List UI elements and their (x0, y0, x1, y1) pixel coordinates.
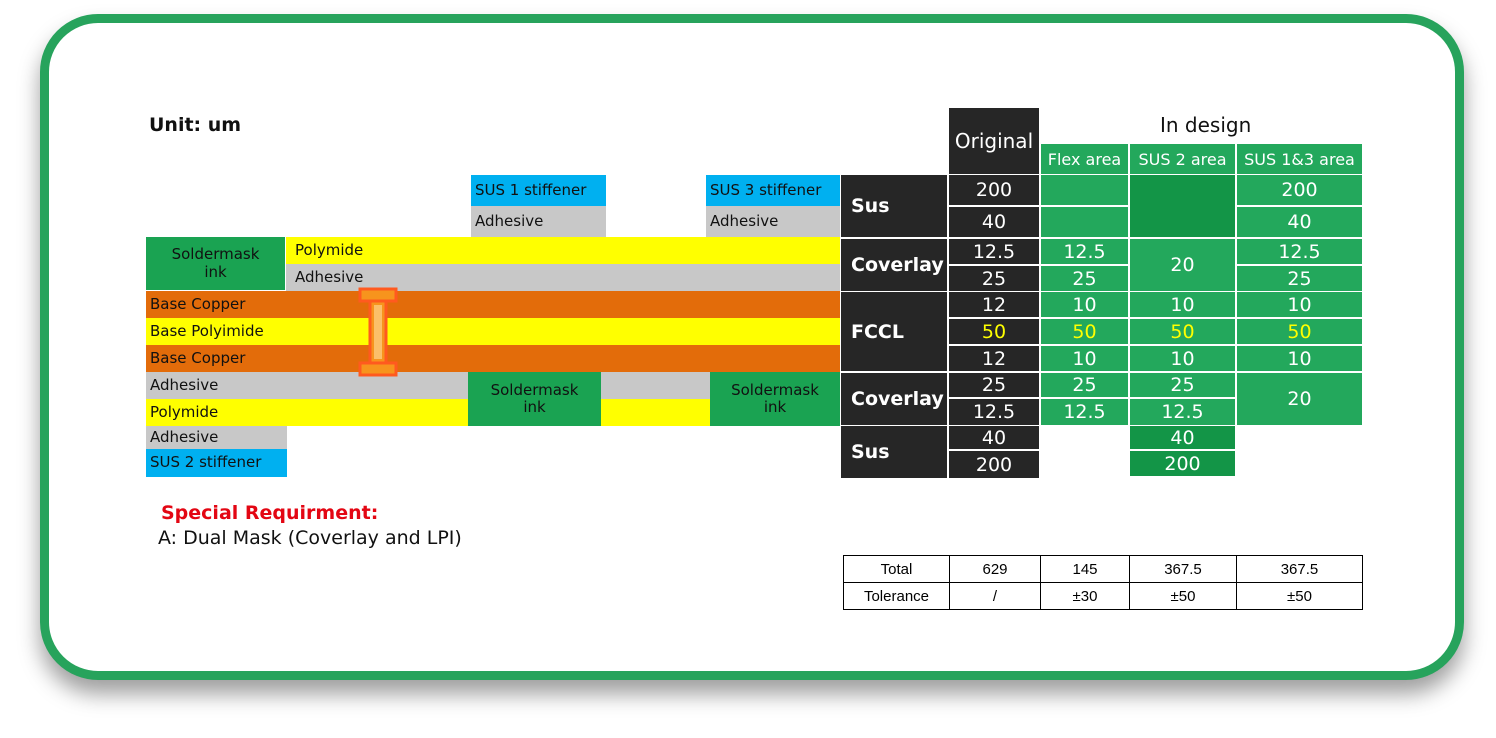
totals-cell: 145 (1040, 555, 1130, 583)
special-requirement-title: Special Requirment: (161, 502, 379, 524)
original-value: 25 (949, 373, 1039, 397)
original-value: 25 (949, 266, 1039, 291)
unit-label: Unit: um (149, 114, 242, 136)
flex-value-empty (1041, 207, 1128, 237)
totals-cell: ±50 (1129, 582, 1237, 610)
sus13-value: 40 (1237, 207, 1362, 237)
soldermask-ink-top: Soldermask ink (146, 237, 285, 290)
original-value: 40 (949, 207, 1039, 237)
sus13-value: 50 (1237, 319, 1362, 344)
flex-value: 12.5 (1041, 399, 1128, 425)
totals-cell: Tolerance (843, 582, 950, 610)
polymide-top: Polymide (286, 237, 840, 264)
totals-cell: ±50 (1236, 582, 1363, 610)
base-copper-bottom: Base Copper (146, 345, 840, 372)
flex-value: 25 (1041, 373, 1128, 397)
sus2-value: 50 (1130, 319, 1235, 344)
header-sus13-area: SUS 1&3 area (1237, 144, 1362, 174)
sus13-value: 25 (1237, 266, 1362, 291)
polymide-bottom-mid (601, 399, 710, 426)
adhesive-sus1: Adhesive (471, 206, 606, 237)
adhesive-top: Adhesive (286, 264, 840, 291)
sus2-value: 10 (1130, 346, 1235, 371)
sus13-value: 10 (1237, 346, 1362, 371)
sus2-value-empty (1130, 175, 1235, 237)
totals-cell: Total (843, 555, 950, 583)
header-in-design: In design (1160, 113, 1252, 137)
flex-value: 10 (1041, 292, 1128, 317)
sus1-stiffener: SUS 1 stiffener (471, 175, 606, 206)
sus2-value: 20 (1130, 239, 1235, 291)
adhesive-bottom-mid (601, 372, 710, 399)
flex-value: 25 (1041, 266, 1128, 291)
header-flex-area: Flex area (1041, 144, 1128, 174)
sus13-value: 10 (1237, 292, 1362, 317)
row-label-sus-top: Sus (841, 175, 947, 237)
flex-value-empty (1041, 175, 1128, 205)
row-label-sus-bottom: Sus (841, 426, 947, 478)
base-polyimide: Base Polyimide (146, 318, 840, 345)
flex-value: 12.5 (1041, 239, 1128, 264)
soldermask-ink-bottom-1: Soldermask ink (468, 372, 601, 426)
sus2-value: 12.5 (1130, 399, 1235, 425)
original-value: 12 (949, 292, 1039, 317)
table-row: Tolerance / ±30 ±50 ±50 (843, 582, 1363, 610)
totals-cell: ±30 (1040, 582, 1130, 610)
sus2-value: 200 (1130, 451, 1235, 476)
adhesive-sus3: Adhesive (706, 206, 840, 237)
header-original: Original (949, 108, 1039, 174)
original-value: 40 (949, 426, 1039, 449)
sus3-stiffener: SUS 3 stiffener (706, 175, 840, 206)
base-copper-top: Base Copper (146, 291, 840, 318)
flex-value: 50 (1041, 319, 1128, 344)
thickness-marker-icon (358, 287, 398, 377)
sus13-value: 20 (1237, 373, 1362, 425)
adhesive-bottom-left: Adhesive (146, 372, 468, 399)
adhesive-sus2: Adhesive (146, 426, 287, 449)
row-label-fccl: FCCL (841, 292, 947, 371)
original-value: 50 (949, 319, 1039, 344)
totals-cell: 367.5 (1236, 555, 1363, 583)
totals-table: Total 629 145 367.5 367.5 Tolerance / ±3… (843, 555, 1363, 610)
original-value: 12.5 (949, 239, 1039, 264)
polymide-bottom-left: Polymide (146, 399, 468, 426)
sus2-value: 40 (1130, 426, 1235, 449)
original-value: 200 (949, 175, 1039, 205)
row-label-coverlay-bottom: Coverlay (841, 373, 947, 425)
original-value: 12.5 (949, 399, 1039, 425)
sus2-value: 25 (1130, 373, 1235, 397)
sus13-value: 200 (1237, 175, 1362, 205)
totals-cell: 367.5 (1129, 555, 1237, 583)
row-label-coverlay-top: Coverlay (841, 239, 947, 291)
totals-cell: / (949, 582, 1041, 610)
sus13-value: 12.5 (1237, 239, 1362, 264)
sus2-stiffener: SUS 2 stiffener (146, 449, 287, 477)
special-requirement-line: A: Dual Mask (Coverlay and LPI) (158, 527, 462, 549)
sus2-value: 10 (1130, 292, 1235, 317)
flex-value: 10 (1041, 346, 1128, 371)
original-value: 200 (949, 451, 1039, 478)
table-row: Total 629 145 367.5 367.5 (843, 555, 1363, 583)
header-sus2-area: SUS 2 area (1130, 144, 1235, 174)
soldermask-ink-bottom-2: Soldermask ink (710, 372, 840, 426)
totals-cell: 629 (949, 555, 1041, 583)
original-value: 12 (949, 346, 1039, 371)
